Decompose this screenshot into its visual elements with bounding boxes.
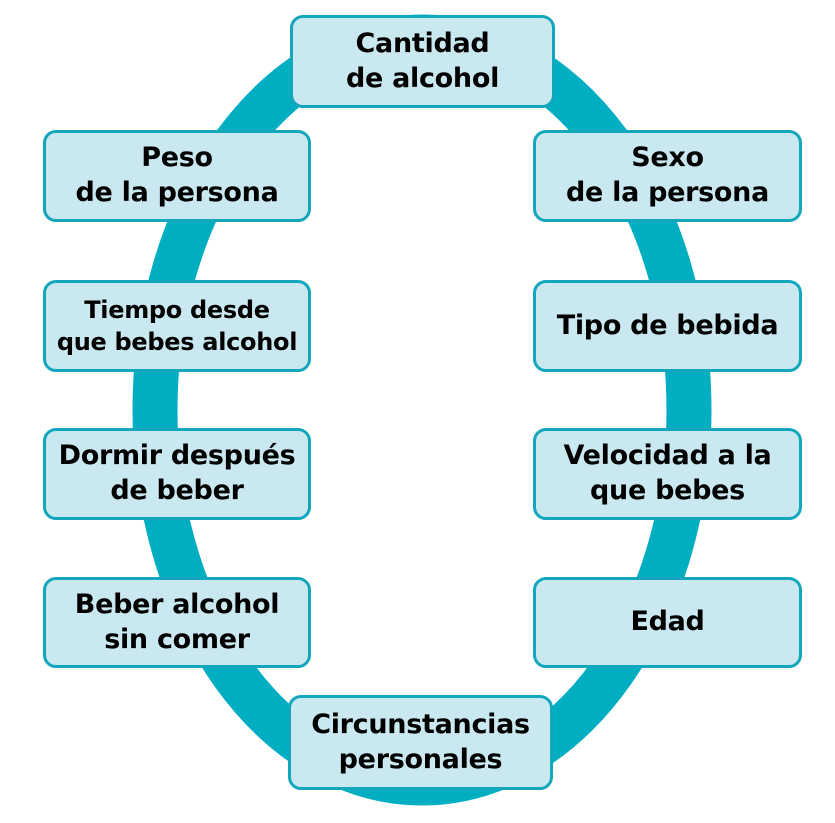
node-label: Tipo de bebida: [556, 309, 779, 341]
node-tipo-de-bebida: Tipo de bebida: [533, 280, 802, 372]
node-label: Sexo de la persona: [565, 142, 770, 208]
node-label: Velocidad a la que bebes: [563, 440, 772, 506]
node-peso-de-la-persona: Peso de la persona: [43, 130, 311, 222]
node-velocidad-a-la-que-bebes: Velocidad a la que bebes: [533, 428, 802, 520]
node-sexo-de-la-persona: Sexo de la persona: [533, 130, 802, 222]
node-label: Tiempo desde que bebes alcohol: [56, 295, 298, 356]
node-label: Cantidad de alcohol: [345, 27, 500, 94]
node-dormir-despues-de-beber: Dormir después de beber: [43, 428, 311, 520]
node-edad: Edad: [533, 577, 802, 668]
node-label: Edad: [630, 606, 705, 638]
node-label: Beber alcohol sin comer: [74, 588, 280, 655]
node-label: Dormir después de beber: [58, 440, 296, 506]
node-cantidad-de-alcohol: Cantidad de alcohol: [290, 15, 555, 108]
node-tiempo-desde-que-bebes-alcohol: Tiempo desde que bebes alcohol: [43, 280, 311, 372]
node-circunstancias-personales: Circunstancias personales: [288, 695, 553, 790]
node-beber-alcohol-sin-comer: Beber alcohol sin comer: [43, 577, 311, 668]
node-label: Peso de la persona: [75, 142, 279, 208]
node-label: Circunstancias personales: [311, 708, 530, 775]
